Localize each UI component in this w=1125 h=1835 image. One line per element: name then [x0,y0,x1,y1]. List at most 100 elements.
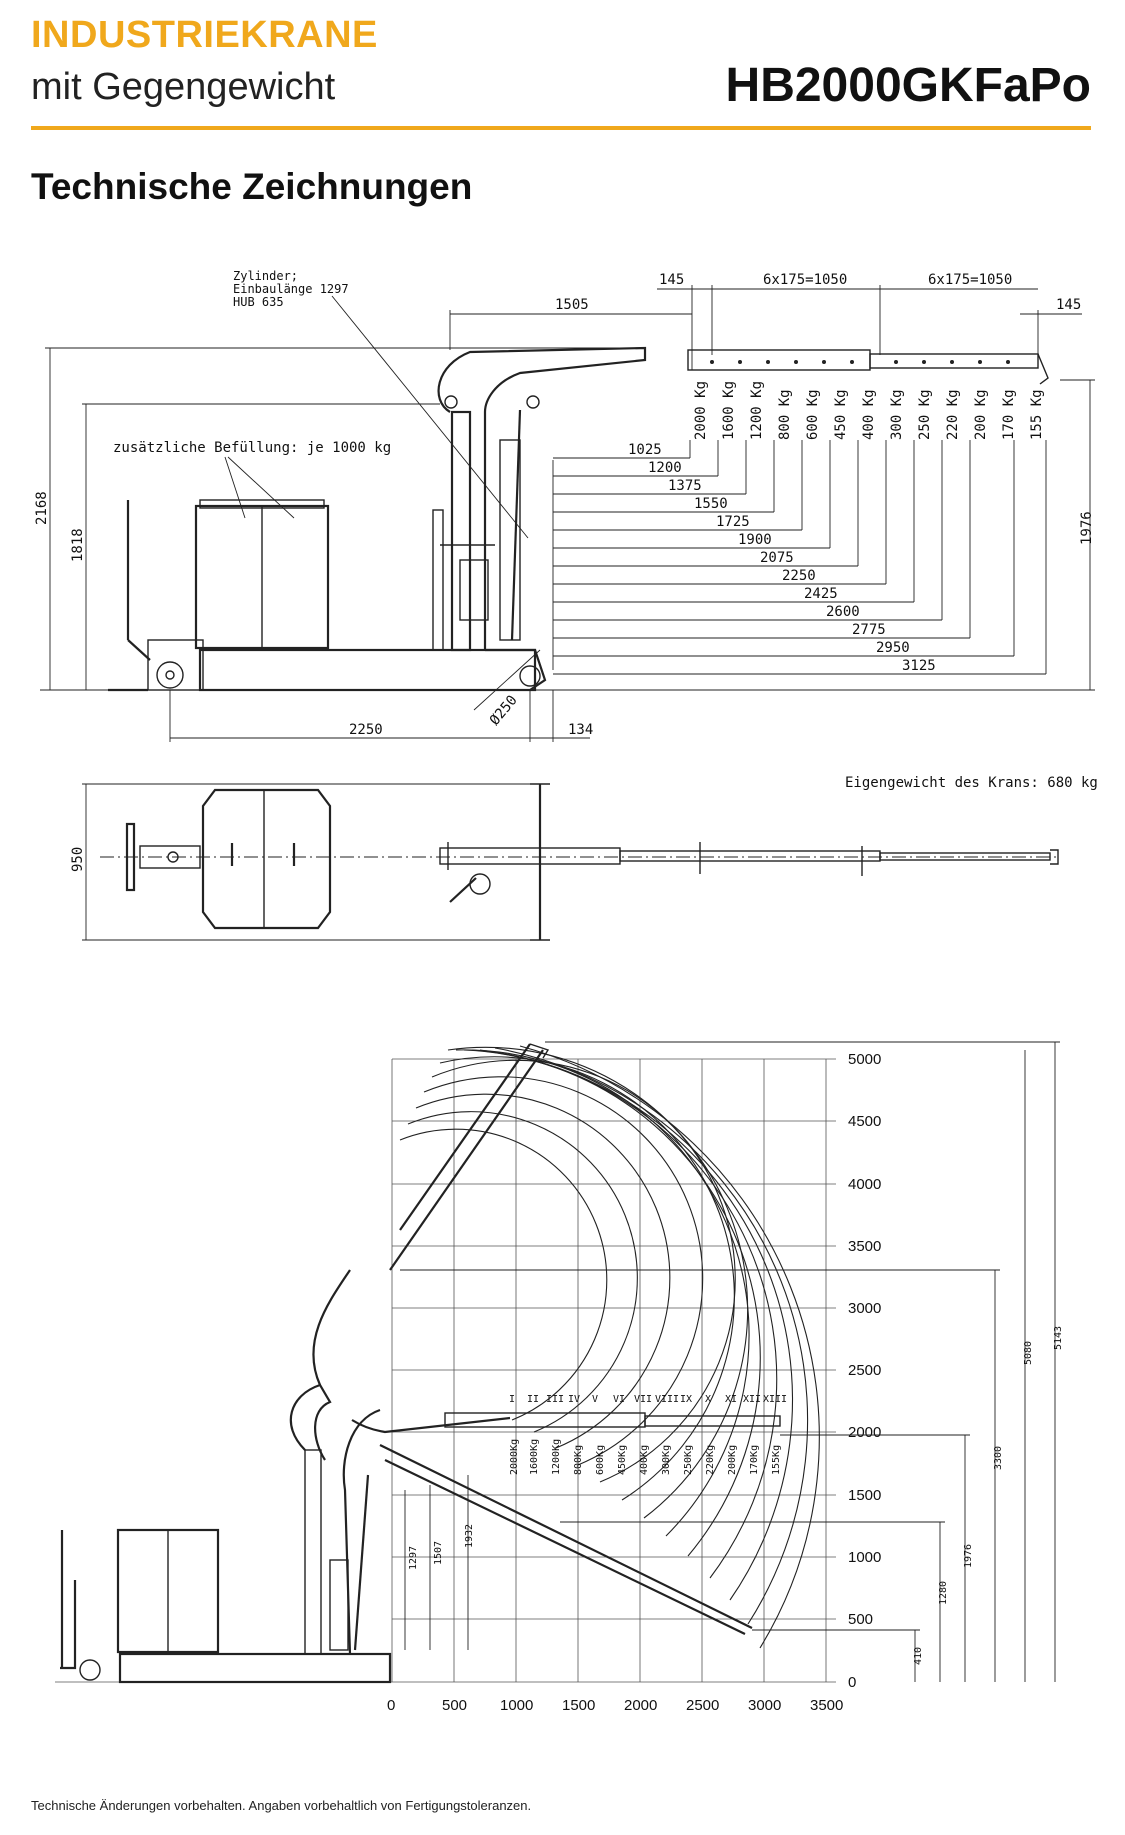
dim-145-right: 145 [1056,297,1081,313]
reach-label: 1200 [648,460,682,476]
x-tick-label: 2000 [624,1697,657,1714]
reach-arcs [399,1045,820,1649]
y-tick-label: 1000 [848,1549,881,1566]
cylinder-note-2: Einbaulänge 1297 [233,282,349,296]
reach-label: 1550 [694,496,728,512]
chart-load-label: 300Kg [661,1445,672,1475]
side-load-label: 1600 Kg [721,381,737,440]
top-view-drawing: Eigengewicht des Krans: 680 kg 950 [70,775,1098,941]
section-title: Technische Zeichnungen [31,166,473,207]
roman-label: VII [634,1394,652,1405]
side-load-label: 200 Kg [973,389,989,440]
roman-label: XII [743,1394,761,1405]
chart-y-axis: 5000 4500 4000 3500 3000 2500 2000 1500 … [848,1051,881,1691]
dim-1818: 1818 [70,528,86,562]
roman-labels: I II III IV V VI VII VIII IX X XI XII XI… [509,1394,787,1405]
reach-dimensions: 1025 1200 1375 1550 1725 1900 2075 2250 … [552,440,1047,675]
cylinder-note-3: HUB 635 [233,295,284,309]
y-tick-label: 1500 [848,1487,881,1504]
chart-load-label: 200Kg [727,1445,738,1475]
roman-label: XIII [763,1394,787,1405]
side-load-label: 2000 Kg [693,381,709,440]
y-tick-label: 2500 [848,1362,881,1379]
chart-load-labels: 2000Kg 1600Kg 1200Kg 800Kg 600Kg 450Kg 4… [509,1439,782,1475]
boom-holes [710,360,1010,364]
chart-x-axis: 0 500 1000 1500 2000 2500 3000 3500 [387,1697,843,1714]
y-tick-label: 4000 [848,1176,881,1193]
category-subtitle: mit Gegengewicht [31,66,336,108]
chart-load-label: 600Kg [595,1445,606,1475]
x-tick-label: 3000 [748,1697,781,1714]
side-load-label: 300 Kg [889,389,905,440]
side-load-label: 250 Kg [917,389,933,440]
roman-label: IV [568,1394,580,1405]
chart-load-label: 170Kg [749,1445,760,1475]
roman-label: VI [613,1394,625,1405]
x-tick-label: 0 [387,1697,395,1714]
header-rule [31,126,1091,130]
dim-steps-b: 6x175=1050 [928,272,1012,288]
side-load-label: 170 Kg [1001,389,1017,440]
y-tick-label: 3500 [848,1238,881,1255]
reach-label: 2600 [826,604,860,620]
dim-cyl-label: 1932 [464,1524,475,1548]
side-load-label: 220 Kg [945,389,961,440]
category-heading: INDUSTRIEKRANE [31,14,378,56]
roman-label: X [705,1394,711,1405]
dim-2168: 2168 [34,491,50,525]
reach-label: 1725 [716,514,750,530]
roman-label: IX [680,1394,692,1405]
roman-label: VIII [655,1394,679,1405]
reach-label: 1900 [738,532,772,548]
chart-load-label: 1600Kg [529,1439,540,1475]
roman-label: II [527,1394,539,1405]
x-tick-label: 2500 [686,1697,719,1714]
dim-1976: 1976 [1079,511,1095,545]
side-view-drawing: Zylinder; Einbaulänge 1297 HUB 635 zusät… [34,269,1095,742]
dim-right-label: 3300 [993,1446,1004,1470]
side-load-label: 450 Kg [833,389,849,440]
y-tick-label: 0 [848,1674,856,1691]
chart-load-label: 800Kg [573,1445,584,1475]
dim-145-left: 145 [659,272,684,288]
chart-load-label: 250Kg [683,1445,694,1475]
dim-right-label: 5143 [1053,1326,1064,1350]
chart-load-label: 2000Kg [509,1439,520,1475]
dim-wheel: Ø250 [487,692,521,728]
chart-height-dims: 5143 5080 3300 1976 1280 410 [400,1041,1064,1682]
dim-950: 950 [70,847,86,872]
side-load-label: 600 Kg [805,389,821,440]
side-load-label: 155 Kg [1029,389,1045,440]
chart-load-label: 450Kg [617,1445,628,1475]
dim-right-label: 1280 [938,1581,949,1605]
dim-right-label: 1976 [963,1544,974,1568]
x-tick-label: 3500 [810,1697,843,1714]
y-tick-label: 2000 [848,1424,881,1441]
reach-label: 1375 [668,478,702,494]
reach-label: 2775 [852,622,886,638]
y-tick-label: 5000 [848,1051,881,1068]
roman-label: I [509,1394,515,1405]
dim-2250: 2250 [349,722,383,738]
dim-134: 134 [568,722,593,738]
chart-cylinder-dims: 1297 1507 1932 [404,1475,475,1650]
roman-label: XI [725,1394,737,1405]
side-load-label: 1200 Kg [749,381,765,440]
reach-label: 3125 [902,658,936,674]
x-tick-label: 1000 [500,1697,533,1714]
x-tick-label: 500 [442,1697,467,1714]
dim-1505: 1505 [555,297,589,313]
side-load-label: 400 Kg [861,389,877,440]
chart-load-label: 220Kg [705,1445,716,1475]
dim-cyl-label: 1507 [433,1541,444,1565]
dim-right-label: 5080 [1023,1341,1034,1365]
reach-label: 2950 [876,640,910,656]
reach-label: 1025 [628,442,662,458]
chart-load-label: 1200Kg [551,1439,562,1475]
footer-note: Technische Änderungen vorbehalten. Angab… [31,1798,532,1813]
reach-label: 2075 [760,550,794,566]
roman-label: V [592,1394,598,1405]
side-load-label: 800 Kg [777,389,793,440]
y-tick-label: 3000 [848,1300,881,1317]
